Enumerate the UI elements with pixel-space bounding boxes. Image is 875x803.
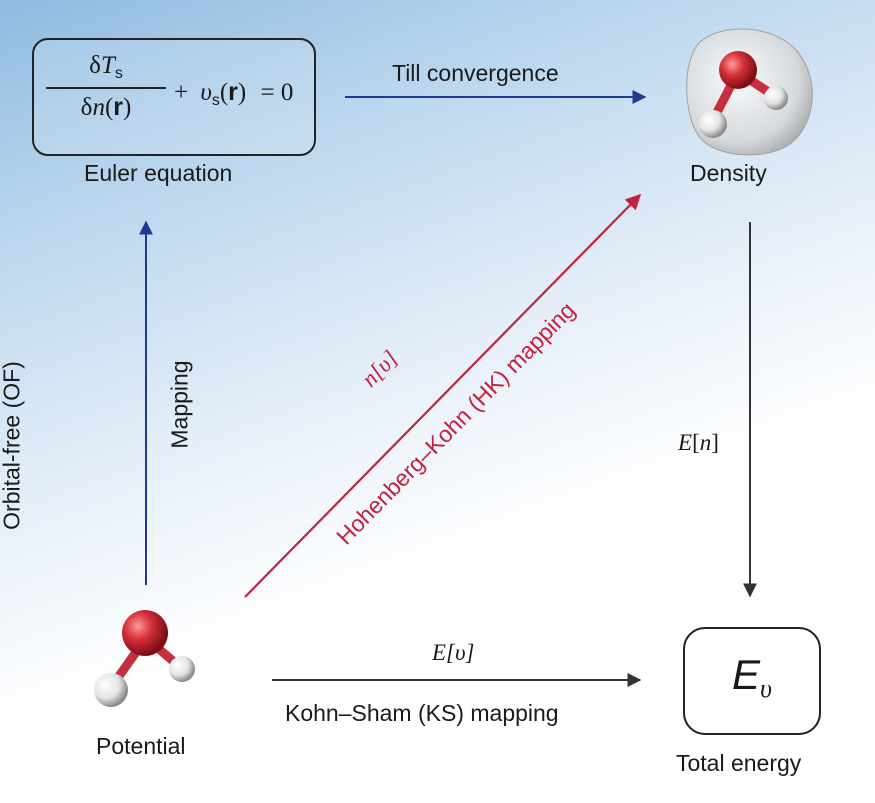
potential-molecule-icon <box>94 610 195 707</box>
ks-mapping-top-label: E[υ] <box>432 640 475 665</box>
density-molecule-icon <box>686 28 813 156</box>
paren-open: ( <box>104 94 114 121</box>
potential-subscript: s <box>211 92 220 109</box>
ks-mapping-bottom-label: Kohn–Sham (KS) mapping <box>285 700 559 726</box>
position-r-symbol: r <box>228 78 238 106</box>
energy-functional-label: E[n] <box>678 430 719 456</box>
total-energy-caption: Total energy <box>676 750 802 776</box>
density-n-symbol: n <box>699 430 712 455</box>
kinetic-subscript: s <box>114 65 123 82</box>
paren-close: ) <box>237 79 247 106</box>
euler-fraction-numerator: δTs <box>46 52 166 89</box>
bracket-open: [ <box>692 430 700 455</box>
delta-symbol: δ <box>89 52 101 79</box>
euler-equation-box: δTs δn(r) + υs(r) = 0 <box>32 38 316 156</box>
energy-E-symbol: E <box>678 430 693 455</box>
equals-zero: = 0 <box>260 79 294 106</box>
paren-close: ) <box>123 94 132 121</box>
energy-E-symbol: E <box>732 651 761 698</box>
euler-fraction: δTs δn(r) <box>46 52 166 122</box>
euler-rhs: + υs(r) = 0 <box>174 78 293 110</box>
position-r-symbol: r <box>113 93 123 121</box>
delta-symbol: δ <box>80 94 93 121</box>
bracket-close: ] <box>711 430 719 455</box>
hk-mapping-arrow <box>244 193 642 598</box>
euler-caption: Euler equation <box>84 160 233 186</box>
plus-sign: + <box>174 79 189 106</box>
kinetic-T-symbol: T <box>100 52 115 79</box>
energy-subscript: υ <box>760 674 772 703</box>
total-energy-box: Eυ <box>683 627 821 735</box>
paren-open: ( <box>219 79 229 106</box>
density-caption: Density <box>690 160 767 186</box>
of-mapping-outer-label: Orbital-free (OF) <box>0 361 25 530</box>
potential-v-symbol: υ <box>200 79 212 106</box>
euler-fraction-denominator: δn(r) <box>46 89 166 122</box>
potential-caption: Potential <box>96 733 186 759</box>
density-n-symbol: n <box>92 94 105 121</box>
convergence-label: Till convergence <box>392 60 559 86</box>
total-energy-symbol: Eυ <box>685 651 819 704</box>
of-mapping-inner-label: Mapping <box>166 360 193 449</box>
